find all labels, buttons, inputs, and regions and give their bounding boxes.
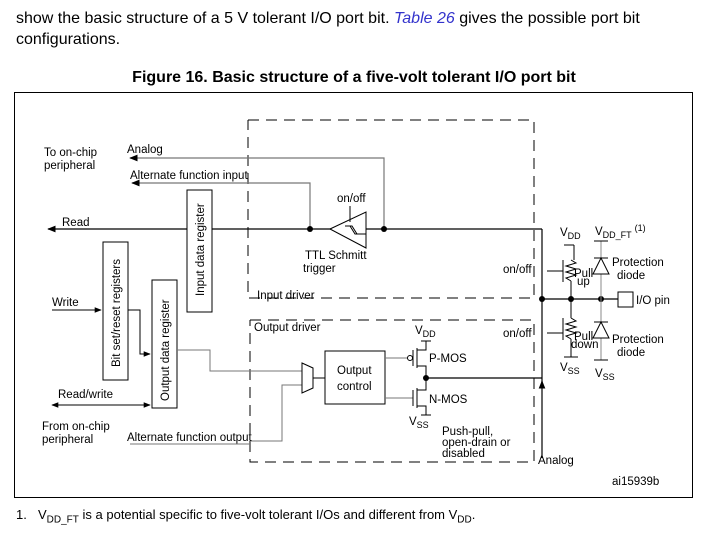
read-label: Read bbox=[62, 217, 90, 229]
output-data-register-label: Output data register bbox=[160, 299, 172, 401]
schmitt-on-off-label: on/off bbox=[337, 193, 366, 205]
analog-output-label: Analog bbox=[538, 455, 574, 467]
output-data-register: Output data register bbox=[151, 279, 178, 409]
protection-diode-top-label: Protection bbox=[612, 257, 664, 269]
input-driver-label: Input driver bbox=[257, 290, 315, 302]
intro-text-cont: gives the possible port bit bbox=[454, 10, 640, 27]
schmitt-trigger-icon bbox=[328, 206, 367, 249]
footnote: 1.VDD_FT is a potential specific to five… bbox=[16, 507, 476, 526]
protection-diodes-icon bbox=[592, 240, 610, 361]
disabled-label: disabled bbox=[442, 448, 485, 460]
vss-label: V bbox=[409, 416, 417, 428]
protection-diode-bottom-label: Protection bbox=[612, 334, 664, 346]
open-drain-label: open-drain or bbox=[442, 437, 511, 449]
vdd-label: V bbox=[415, 325, 423, 337]
read-write-label: Read/write bbox=[58, 389, 113, 401]
af-output-label: Alternate function output bbox=[127, 432, 252, 444]
figure-frame bbox=[14, 92, 693, 498]
intro-text: show the basic structure of a 5 V tolera… bbox=[16, 10, 394, 27]
ttl-schmitt-label: TTL Schmitt bbox=[305, 250, 367, 262]
svg-text:up: up bbox=[577, 276, 590, 288]
push-pull-label: Push-pull, bbox=[442, 426, 493, 438]
pull-down-on-off-label: on/off bbox=[503, 328, 532, 340]
table-26-link[interactable]: Table 26 bbox=[393, 10, 455, 27]
output-driver-box bbox=[249, 319, 535, 463]
pull-up-resistor-icon bbox=[547, 244, 578, 299]
svg-text:down: down bbox=[571, 339, 599, 351]
figure-id-label: ai15939b bbox=[612, 476, 659, 488]
intro-paragraph: show the basic structure of a 5 V tolera… bbox=[16, 8, 706, 50]
bit-set-reset-register: Bit set/reset registers bbox=[102, 241, 129, 381]
figure-title: Figure 16. Basic structure of a five-vol… bbox=[132, 69, 576, 86]
nmos-label: N-MOS bbox=[429, 394, 468, 406]
nmos-transistor-icon bbox=[412, 378, 431, 416]
analog-input-line bbox=[129, 154, 385, 229]
svg-text:VDD_FT(1): VDD_FT(1) bbox=[595, 223, 646, 240]
input-data-register: Input data register bbox=[186, 189, 213, 313]
svg-text:VDD: VDD bbox=[560, 227, 581, 241]
from-onchip-label: From on-chip bbox=[42, 421, 110, 433]
io-pin-icon bbox=[617, 291, 634, 308]
svg-text:VSS: VSS bbox=[409, 416, 429, 430]
af-input-line bbox=[131, 179, 311, 229]
output-driver-label: Output driver bbox=[254, 322, 321, 334]
output-control-label1: Output bbox=[337, 365, 372, 377]
svg-text:diode: diode bbox=[617, 270, 645, 282]
bit-set-reset-label: Bit set/reset registers bbox=[111, 259, 123, 367]
svg-text:VSS: VSS bbox=[595, 368, 615, 382]
io-pin-label: I/O pin bbox=[636, 295, 670, 307]
to-onchip-label: To on-chip bbox=[44, 147, 97, 159]
input-driver-box bbox=[247, 119, 535, 299]
pmos-label: P-MOS bbox=[429, 353, 467, 365]
intro-text-line2: configurations. bbox=[16, 31, 121, 48]
svg-text:VSS: VSS bbox=[560, 362, 580, 376]
output-control-label2: control bbox=[337, 381, 372, 393]
svg-text:diode: diode bbox=[617, 347, 645, 359]
pull-up-on-off-label: on/off bbox=[503, 264, 532, 276]
input-data-register-label: Input data register bbox=[195, 203, 207, 296]
svg-text:Pull: Pull bbox=[574, 268, 593, 280]
af-input-label: Alternate function input bbox=[130, 170, 248, 182]
analog-input-label: Analog bbox=[127, 144, 163, 156]
svg-text:Pull: Pull bbox=[574, 331, 593, 343]
from-peripheral-label: peripheral bbox=[42, 434, 93, 446]
multiplexer-icon bbox=[301, 362, 314, 394]
pull-down-resistor-icon bbox=[547, 299, 578, 358]
svg-text:VDD: VDD bbox=[415, 325, 436, 339]
vdd-ft-label: V bbox=[595, 226, 603, 238]
output-control-block: Output control bbox=[324, 350, 386, 405]
peripheral-label: peripheral bbox=[44, 160, 95, 172]
pmos-transistor-icon bbox=[407, 340, 431, 378]
write-label: Write bbox=[52, 297, 79, 309]
trigger-label: trigger bbox=[303, 263, 336, 275]
